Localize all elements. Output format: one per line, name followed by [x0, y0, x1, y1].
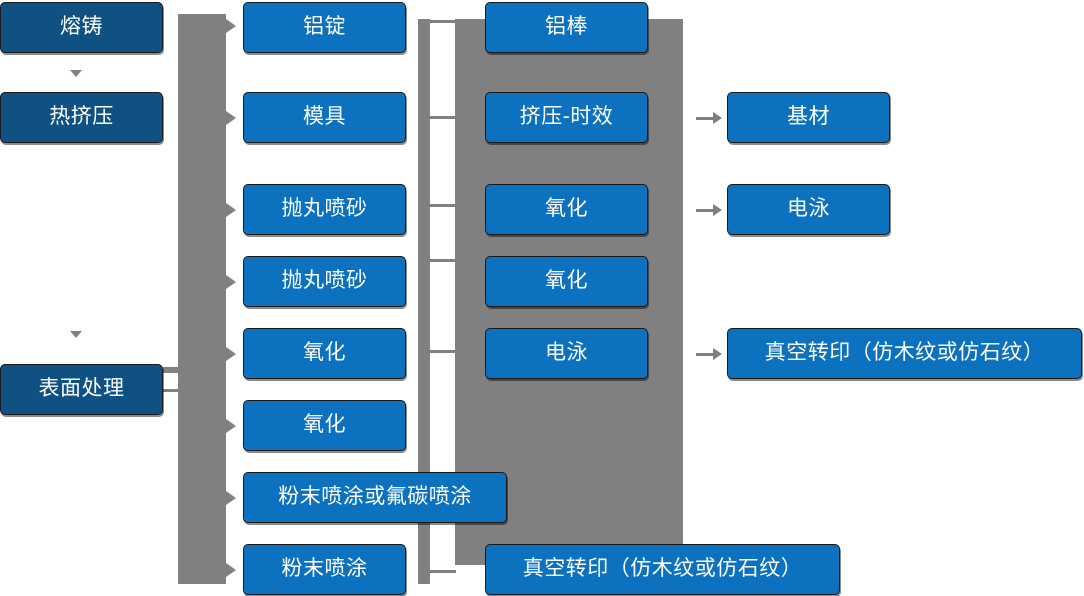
bracket-tick-6: [430, 570, 456, 573]
arrow-to-mould: [226, 111, 236, 125]
process-label: 氧化: [545, 197, 588, 221]
arrow-to-electrophoresis-output: [696, 203, 726, 217]
arrow-to-powder-coating: [226, 563, 236, 577]
process-label: 铝棒: [545, 15, 588, 39]
arrow-head: [713, 348, 722, 360]
stage-label: 熔铸: [60, 15, 103, 39]
arrow-to-shot-blasting-2: [226, 275, 236, 289]
material-box-oxidation-1[interactable]: 氧化: [243, 328, 406, 379]
material-box-oxidation-2[interactable]: 氧化: [243, 400, 406, 451]
arrow-to-vacuum-transfer-output: [696, 347, 726, 361]
process-label: 真空转印（仿木纹或仿石纹）: [522, 557, 803, 581]
stage-label: 热挤压: [49, 105, 114, 129]
arrow-to-aluminum-ingot: [226, 19, 236, 33]
process-box-oxidation-2[interactable]: 氧化: [485, 256, 648, 307]
bracket-tick-1: [430, 20, 456, 23]
material-label: 模具: [303, 105, 346, 129]
process-label: 电泳: [545, 341, 588, 365]
arrow-shaft: [696, 208, 713, 212]
material-box-powder-or-pvdf-coating[interactable]: 粉末喷涂或氟碳喷涂: [243, 472, 507, 523]
stage-box-surface-treatment[interactable]: 表面处理: [0, 364, 163, 415]
tick-surface-treat-down: [70, 331, 82, 338]
bracket-tick-5: [430, 350, 456, 353]
material-box-mould[interactable]: 模具: [243, 92, 406, 143]
output-box-base-material[interactable]: 基材: [727, 92, 890, 143]
arrow-shaft: [696, 116, 713, 120]
arrow-to-base-material: [696, 111, 726, 125]
process-box-vacuum-transfer[interactable]: 真空转印（仿木纹或仿石纹）: [485, 544, 840, 595]
arrow-to-powder-or-pvdf: [226, 491, 236, 505]
connector-surface-treat-link: [163, 389, 185, 392]
arrow-to-shot-blasting-1: [226, 203, 236, 217]
process-box-extrusion-aging[interactable]: 挤压-时效: [485, 92, 648, 143]
material-box-shot-blasting-1[interactable]: 抛丸喷砂: [243, 184, 406, 235]
connector-main-vertical-bar: [178, 14, 226, 584]
material-box-aluminum-ingot[interactable]: 铝锭: [243, 2, 406, 53]
process-box-electrophoresis[interactable]: 电泳: [485, 328, 648, 379]
output-box-vacuum-transfer[interactable]: 真空转印（仿木纹或仿石纹）: [727, 328, 1082, 379]
stage-label: 表面处理: [38, 377, 125, 401]
tick-melt-cast-down: [70, 70, 82, 77]
bracket-tick-4: [430, 259, 456, 262]
stage-box-melt-cast[interactable]: 熔铸: [0, 2, 163, 53]
output-label: 基材: [787, 105, 830, 129]
material-label: 粉末喷涂: [281, 557, 368, 581]
process-box-oxidation-1[interactable]: 氧化: [485, 184, 648, 235]
output-label: 真空转印（仿木纹或仿石纹）: [764, 341, 1045, 365]
arrow-to-oxidation-2: [226, 419, 236, 433]
arrow-head: [713, 204, 722, 216]
stage-box-hot-extrusion[interactable]: 热挤压: [0, 92, 163, 143]
process-box-aluminum-bar[interactable]: 铝棒: [485, 2, 648, 53]
material-label: 氧化: [303, 341, 346, 365]
material-label: 抛丸喷砂: [281, 269, 368, 293]
material-label: 粉末喷涂或氟碳喷涂: [278, 485, 472, 509]
process-label: 挤压-时效: [519, 105, 614, 129]
arrow-head: [713, 112, 722, 124]
material-label: 抛丸喷砂: [281, 197, 368, 221]
bracket-tick-2: [430, 116, 456, 119]
material-label: 铝锭: [303, 15, 346, 39]
material-box-powder-coating[interactable]: 粉末喷涂: [243, 544, 406, 595]
material-box-shot-blasting-2[interactable]: 抛丸喷砂: [243, 256, 406, 307]
arrow-to-oxidation-1: [226, 347, 236, 361]
bracket-tick-3: [430, 204, 456, 207]
output-box-electrophoresis[interactable]: 电泳: [727, 184, 890, 235]
output-label: 电泳: [787, 197, 830, 221]
material-label: 氧化: [303, 413, 346, 437]
connector-stage-feed-stub: [163, 367, 181, 373]
connector-bracket-rail: [418, 19, 430, 584]
process-label: 氧化: [545, 269, 588, 293]
arrow-shaft: [696, 352, 713, 356]
